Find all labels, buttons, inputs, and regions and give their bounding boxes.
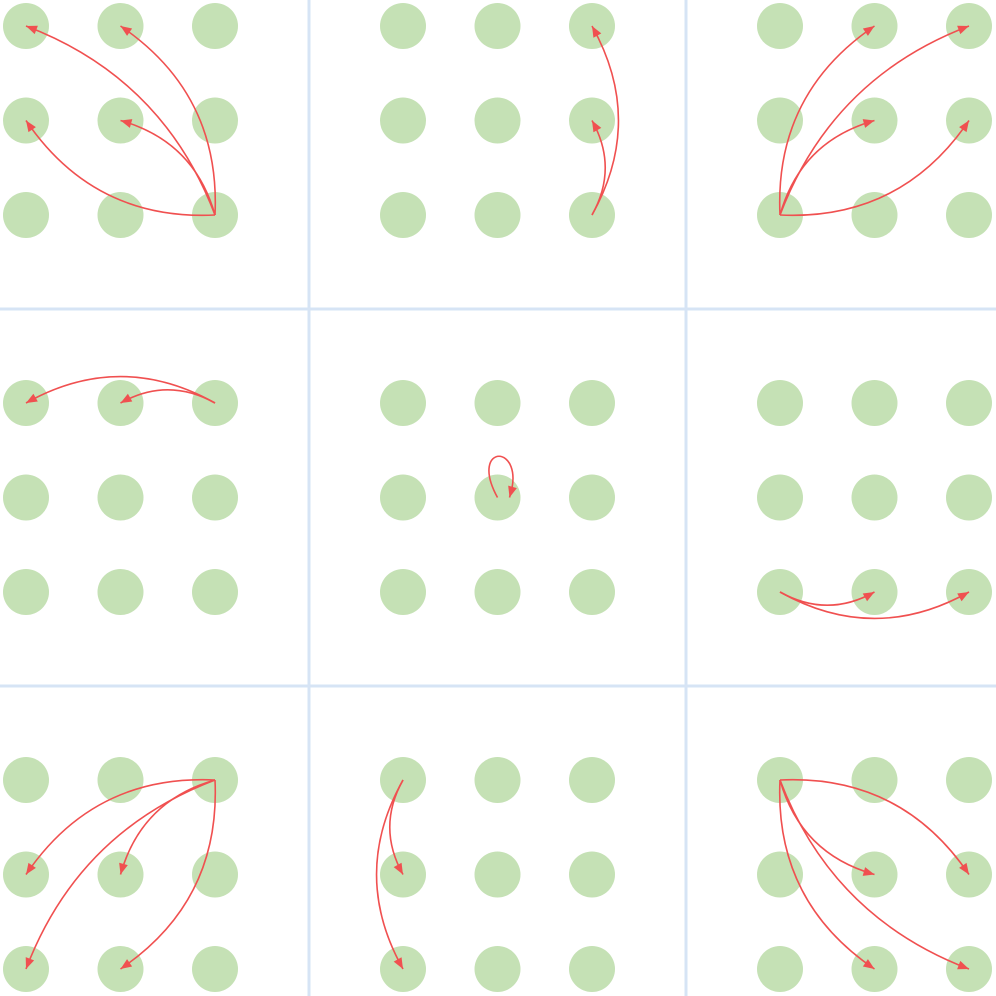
grid-dot	[192, 3, 238, 49]
grid-dot	[474, 851, 521, 898]
grid-dot	[192, 851, 238, 898]
grid-dot	[474, 946, 521, 992]
grid-dot	[851, 380, 898, 426]
grid-dot	[474, 3, 521, 49]
grid-dot	[569, 757, 615, 803]
grid-dot	[946, 192, 992, 238]
move-arrow-top-middle-to-top-right	[591, 25, 620, 216]
move-arrow-center-to-center	[488, 455, 517, 498]
move-arrow-top-middle-to-middle-right	[591, 120, 606, 216]
grid-dot	[946, 474, 992, 521]
move-arrow-top-right-to-center	[779, 119, 875, 216]
grid-dot	[757, 3, 803, 49]
move-arrow-top-right-to-top-right	[779, 25, 970, 216]
grid-dot	[851, 757, 898, 803]
grid-dot	[380, 569, 426, 615]
grid-dot	[851, 192, 898, 238]
move-arrow-top-left-to-center	[120, 119, 216, 216]
move-arrow-middle-right-to-bottom-right	[779, 591, 970, 620]
grid-dot	[192, 569, 238, 615]
grid-dot	[474, 192, 521, 238]
grid-dot	[757, 474, 803, 521]
grid-dot	[757, 946, 803, 992]
move-arrow-bottom-right-to-middle-right	[779, 778, 970, 875]
move-arrow-top-left-to-top-middle	[120, 25, 217, 216]
grid-dot	[569, 380, 615, 426]
move-arrow-top-left-to-middle-left	[25, 120, 216, 217]
move-arrow-bottom-right-to-center	[779, 779, 875, 876]
grid-dot	[97, 192, 144, 238]
grid-dot	[380, 3, 426, 49]
grid-dot	[757, 851, 803, 898]
grid-dot	[380, 192, 426, 238]
move-arrow-top-right-to-top-middle	[778, 25, 875, 216]
grid-dot	[569, 474, 615, 521]
move-arrow-top-left-to-top-left	[25, 25, 216, 216]
grid-dot	[380, 97, 426, 144]
grid-dot	[380, 474, 426, 521]
grid-dot	[3, 757, 49, 803]
move-arrow-middle-left-to-top-middle	[120, 389, 216, 404]
grid-dot	[474, 97, 521, 144]
move-arrow-middle-left-to-top-left	[25, 375, 216, 404]
move-arrow-bottom-middle-to-bottom-left	[375, 779, 404, 970]
grid-dot	[946, 380, 992, 426]
grid-dot	[757, 97, 803, 144]
move-arrow-top-right-to-middle-right	[779, 120, 970, 217]
grid-dot	[851, 474, 898, 521]
grid-dot	[192, 946, 238, 992]
arrow-layer	[25, 25, 970, 970]
grid-dot	[474, 380, 521, 426]
grid-dot	[474, 569, 521, 615]
grid-dot	[97, 757, 144, 803]
grid-dot	[192, 474, 238, 521]
grid-dot	[569, 851, 615, 898]
move-arrow-bottom-left-to-bottom-left	[25, 779, 216, 970]
grid-dot	[97, 569, 144, 615]
grid-dot	[757, 380, 803, 426]
grid-dot	[192, 97, 238, 144]
grid-dot	[569, 946, 615, 992]
move-arrow-bottom-left-to-bottom-middle	[120, 779, 217, 970]
move-arrow-bottom-left-to-middle-left	[25, 778, 216, 875]
grid-dot	[97, 474, 144, 521]
move-arrow-bottom-right-to-bottom-right	[779, 779, 970, 970]
grid-dot	[569, 569, 615, 615]
move-arrow-bottom-left-to-center	[119, 779, 216, 875]
grid-dot	[3, 474, 49, 521]
move-arrow-bottom-right-to-bottom-middle	[778, 779, 875, 970]
grid-dot	[380, 380, 426, 426]
grid-dot	[3, 192, 49, 238]
grid-dot	[3, 569, 49, 615]
grid-dot	[474, 757, 521, 803]
grid-dot	[946, 757, 992, 803]
